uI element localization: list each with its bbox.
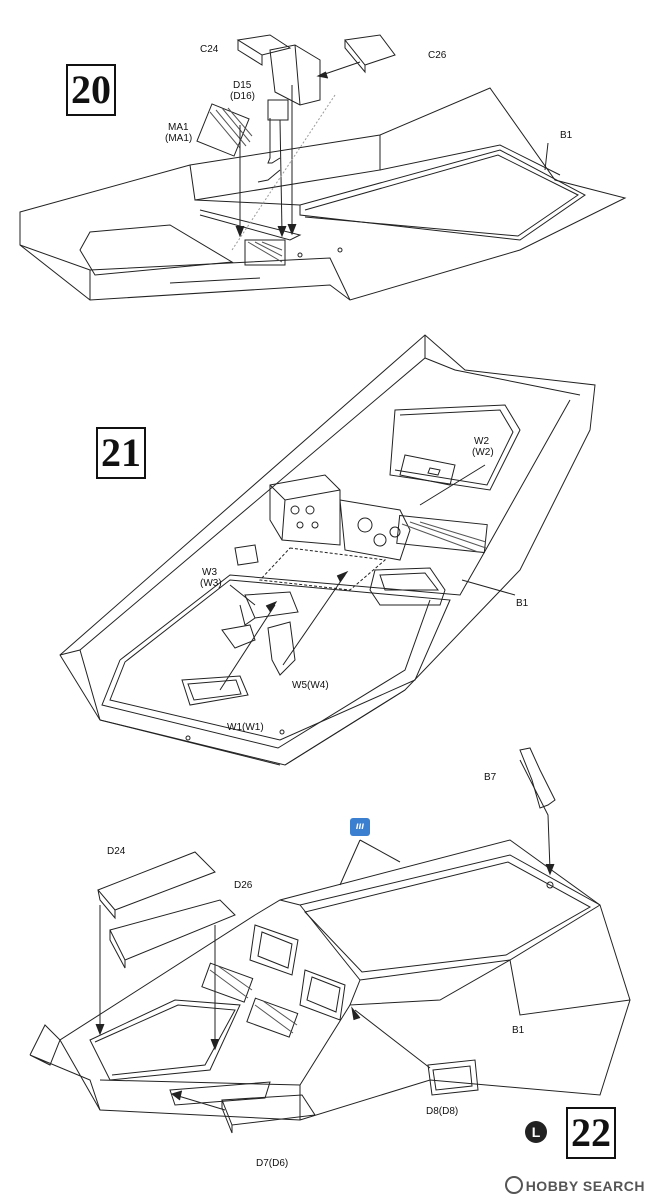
label-w3: W3 (202, 567, 217, 578)
label-b1-step22: B1 (512, 1025, 525, 1036)
label-b1-step20: B1 (560, 130, 573, 141)
hobby-search-watermark: HOBBY SEARCH (504, 1176, 645, 1194)
step-number-20: 20 (66, 64, 116, 116)
label-w5-w4: W5(W4) (292, 680, 329, 691)
label-d24: D24 (107, 846, 126, 857)
glue-icon: ııı (350, 818, 370, 836)
label-w1: W1(W1) (227, 722, 264, 733)
step22-hull (30, 748, 630, 1133)
label-d7-d6: D7(D6) (256, 1158, 289, 1169)
label-d16: (D16) (230, 91, 256, 102)
label-d26: D26 (234, 880, 253, 891)
label-b1-step21: B1 (516, 598, 529, 609)
step20-hull (20, 35, 625, 300)
label-b7: B7 (484, 772, 497, 783)
step-number-21: 21 (96, 427, 146, 479)
label-w3-alt: (W3) (200, 578, 222, 589)
hobby-search-logo-icon (504, 1176, 523, 1194)
label-d8: D8(D8) (426, 1106, 459, 1117)
label-c24: C24 (200, 44, 219, 55)
label-d15: D15 (233, 80, 252, 91)
left-side-marker: L (525, 1121, 547, 1143)
label-ma1-alt: (MA1) (165, 133, 193, 144)
label-w2: W2 (474, 436, 489, 447)
label-c26: C26 (428, 50, 447, 61)
step-number-22: 22 (566, 1107, 616, 1159)
label-ma1: MA1 (168, 122, 189, 133)
step21-hull (60, 335, 595, 765)
label-w2-alt: (W2) (472, 447, 494, 458)
watermark-text: HOBBY SEARCH (525, 1178, 645, 1194)
